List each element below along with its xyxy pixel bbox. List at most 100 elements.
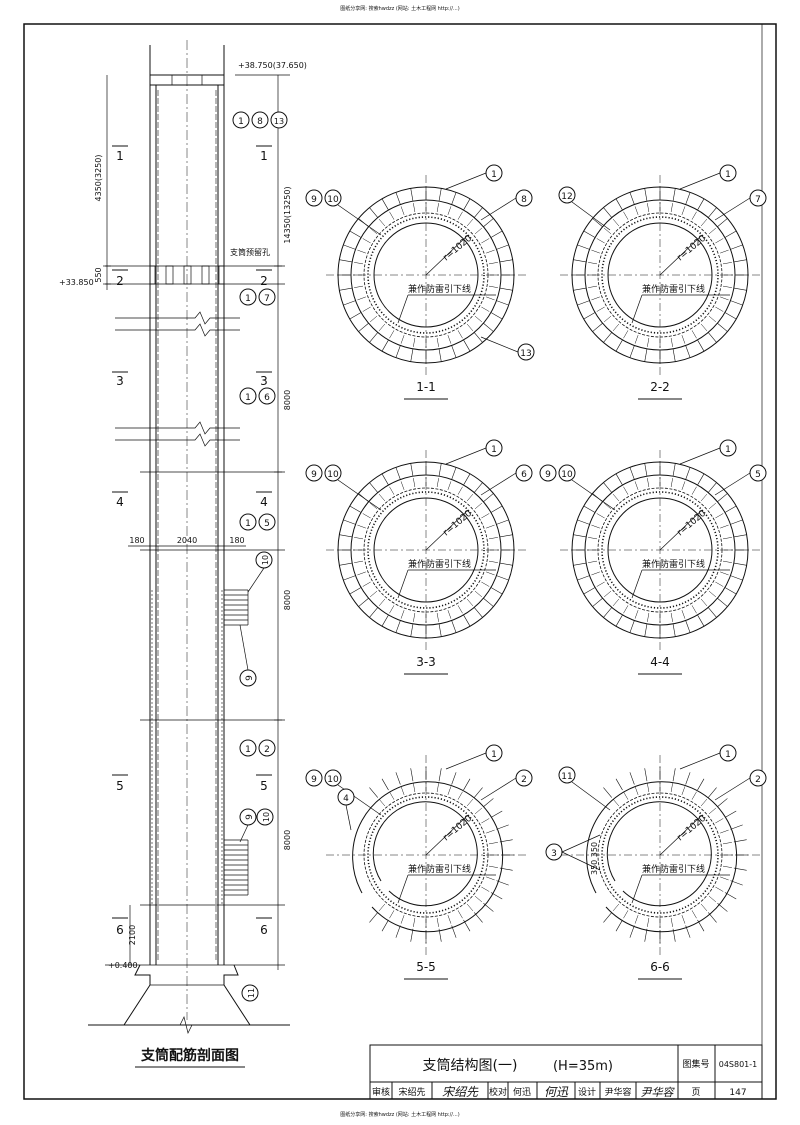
downlead-label: 兼作防雷引下线	[408, 283, 471, 295]
tag-right-a: 1	[725, 750, 731, 760]
section-label: 5-5	[416, 960, 436, 974]
watermark-top: 图纸分享网: 搜索hwdzz (网站: 土木工程网 http://...)	[340, 5, 459, 12]
tag-9: 9	[245, 675, 255, 681]
watermark-bottom: 图纸分享网: 搜索hwdzz (网站: 土木工程网 http://...)	[340, 1111, 459, 1118]
dim-8000-a: 8000	[283, 390, 292, 410]
dim-14350: 14350(13250)	[283, 186, 292, 243]
downlead-label: 兼作防雷引下线	[408, 558, 471, 570]
mark-6-left: 6	[116, 923, 124, 937]
dim-8000-b: 8000	[283, 590, 292, 610]
tag-left-a: 9	[311, 775, 317, 785]
tag-right-b: 7	[755, 195, 761, 205]
tag-9b: 9	[245, 814, 255, 820]
elevation-bottom-label: +0.400	[108, 961, 138, 970]
elevation-tags: 1 8 13 1 7 1 6 1 5 10 9 1 2 9 10 11	[232, 111, 288, 1002]
atlas-label: 图集号	[682, 1058, 709, 1070]
section-label: 3-3	[416, 655, 436, 669]
tag-right-a: 1	[491, 445, 497, 455]
section-label: 6-6	[650, 960, 670, 974]
dim-180-left: 180	[129, 536, 144, 545]
mark-6-right: 6	[260, 923, 268, 937]
tag-right-a: 1	[725, 445, 731, 455]
tag-1e: 1	[245, 745, 251, 755]
check-label: 校对	[489, 1086, 507, 1098]
dim-2040: 2040	[177, 536, 197, 545]
title-block	[369, 1044, 763, 1100]
tag-right-a: 1	[725, 170, 731, 180]
tag-6: 6	[264, 393, 270, 403]
dim-4350: 4350(3250)	[94, 155, 103, 202]
designer: 尹华容	[604, 1086, 631, 1098]
tag-right-b: 8	[521, 195, 527, 205]
tag-5: 5	[264, 519, 270, 529]
tag-left-a: 12	[561, 192, 572, 202]
section-marks: 1 1 2 2 3 3 4 4 5 5 6 6	[112, 145, 272, 937]
dim-8000-c: 8000	[283, 830, 292, 850]
mark-3-left: 3	[116, 374, 124, 388]
elevation-title: 支筒配筋剖面图	[140, 1047, 239, 1064]
radius-label: r=1020	[442, 509, 475, 539]
tag-right-b: 2	[755, 775, 761, 785]
page-number: 147	[729, 1088, 746, 1098]
tag-extra: 3	[551, 849, 557, 859]
mark-2-right: 2	[260, 274, 268, 288]
title-main: 支筒结构图(一)	[423, 1057, 518, 1074]
tag-right-a: 1	[491, 170, 497, 180]
radius-label: r=1020	[676, 814, 709, 844]
dim-550: 550	[94, 267, 103, 282]
section-label: 2-2	[650, 380, 670, 394]
mark-5-left: 5	[116, 779, 124, 793]
tag-left-b: 10	[561, 470, 573, 480]
tag-11: 11	[247, 988, 256, 998]
tag-8: 8	[257, 117, 263, 127]
radius-label: r=1020	[442, 234, 475, 264]
downlead-label: 兼作防雷引下线	[642, 863, 705, 875]
tag-1: 1	[238, 117, 244, 127]
tag-right-b: 5	[755, 470, 761, 480]
tag-right-a: 1	[491, 750, 497, 760]
tag-10: 10	[261, 555, 270, 565]
tag-13: 13	[274, 117, 284, 126]
tag-left-a: 11	[561, 772, 572, 782]
tag-right-b: 6	[521, 470, 527, 480]
tag-10b: 10	[262, 812, 271, 822]
radius-label: r=1020	[676, 234, 709, 264]
mark-2-left: 2	[116, 274, 124, 288]
elevation-view	[88, 40, 290, 1035]
tag-left-b: 10	[327, 195, 339, 205]
tag-2: 2	[264, 745, 270, 755]
tag-right-b: 2	[521, 775, 527, 785]
downlead-label: 兼作防雷引下线	[642, 558, 705, 570]
tag-left-b: 10	[327, 470, 339, 480]
tag-1c: 1	[245, 393, 251, 403]
title-subtitle: (H=35m)	[553, 1059, 613, 1074]
mark-1-right: 1	[260, 149, 268, 163]
designer-signature: 尹华容	[641, 1086, 676, 1099]
dim-2100: 2100	[128, 925, 137, 945]
mark-4-left: 4	[116, 495, 124, 509]
opening-label: 支筒预留孔	[230, 247, 270, 257]
tag-left-b: 10	[327, 775, 339, 785]
elevation-top-label: +38.750(37.650)	[238, 61, 307, 70]
review-label: 审核	[372, 1086, 390, 1098]
tag-extra: 4	[343, 794, 349, 804]
mark-1-left: 1	[116, 149, 124, 163]
design-label: 设计	[578, 1086, 596, 1098]
tag-1d: 1	[245, 519, 251, 529]
atlas-number: 04S801-1	[719, 1060, 758, 1069]
section-label: 4-4	[650, 655, 670, 669]
opening-dim: 350 350	[590, 842, 599, 875]
tag-extra: 13	[520, 349, 531, 359]
checker-signature: 何迅	[544, 1085, 569, 1099]
reviewer: 宋绍先	[398, 1086, 425, 1098]
section-label: 1-1	[416, 380, 436, 394]
mark-3-right: 3	[260, 374, 268, 388]
